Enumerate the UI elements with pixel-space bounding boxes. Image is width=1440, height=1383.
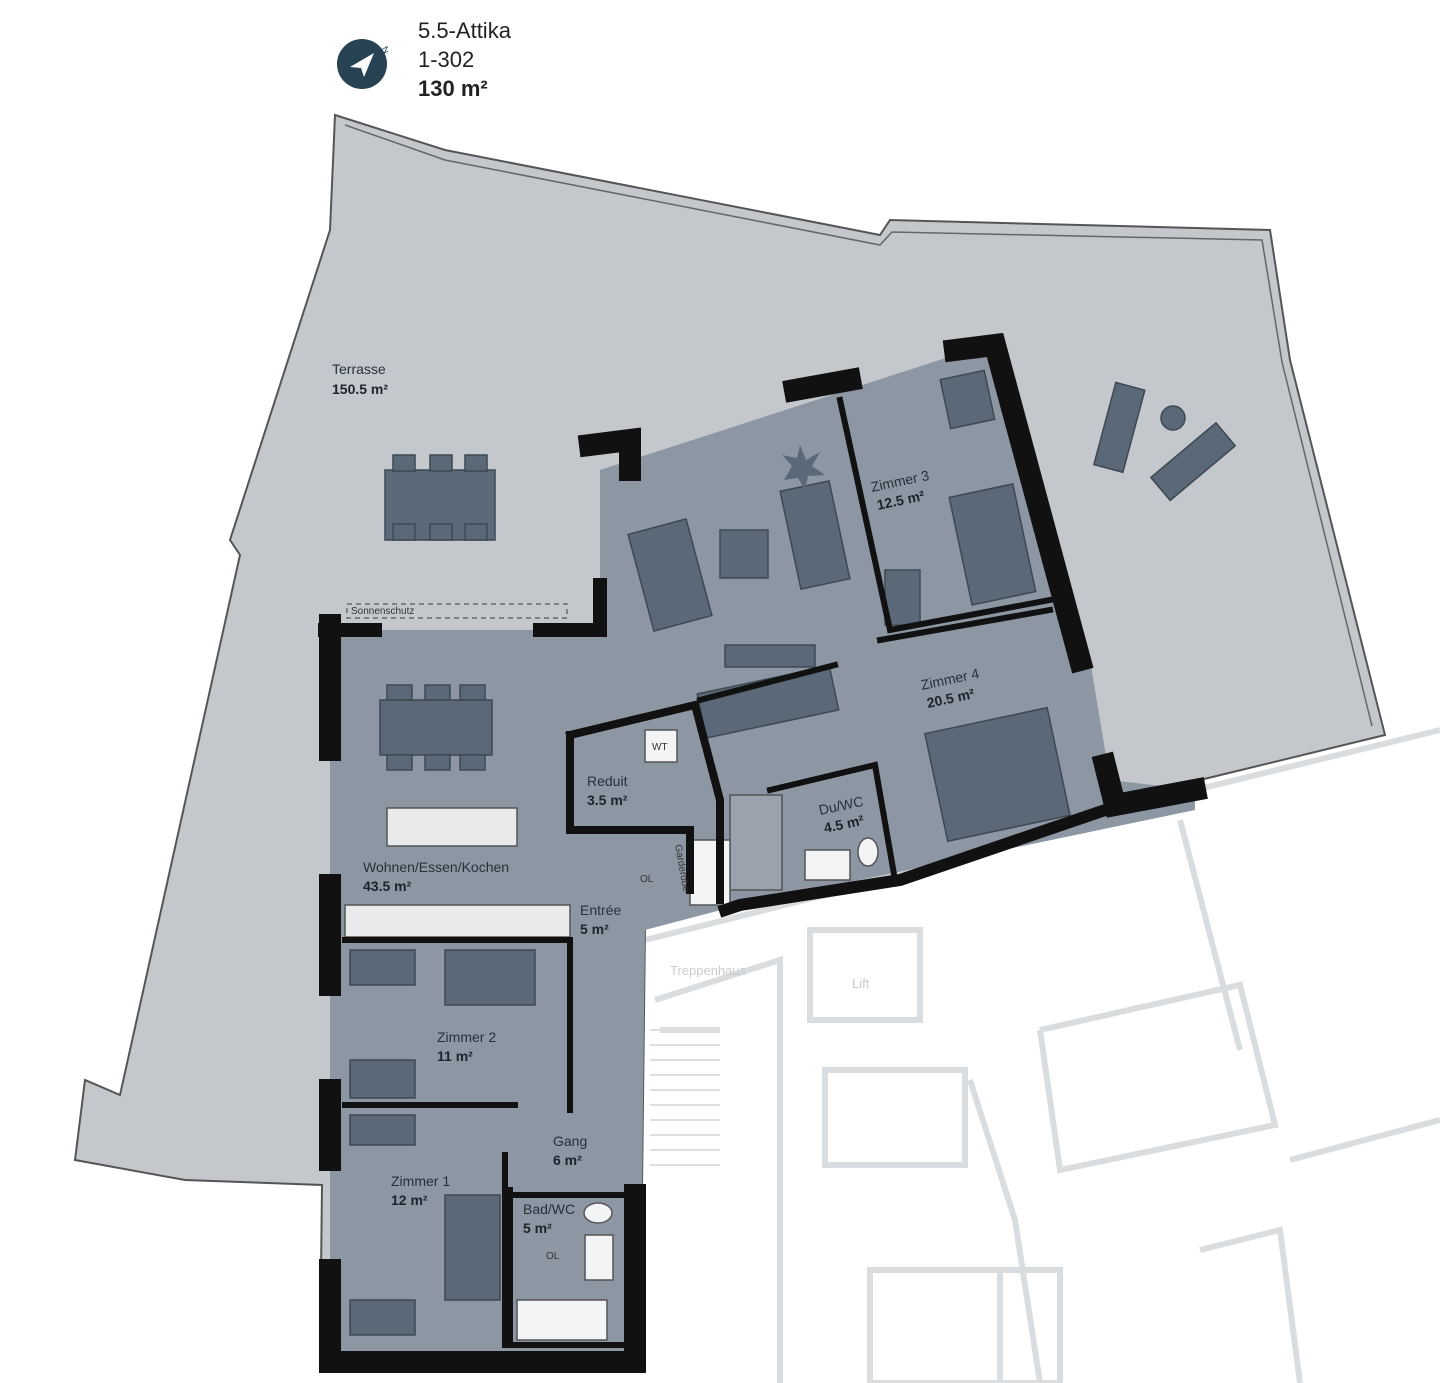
entree-name: Entrée bbox=[580, 902, 621, 918]
lift-label: Lift bbox=[852, 976, 870, 991]
kitchen-island bbox=[386, 807, 518, 847]
zimmer1-name: Zimmer 1 bbox=[391, 1173, 450, 1189]
navigation-arrow-icon: N bbox=[337, 39, 388, 89]
washbasin-bad bbox=[584, 1234, 614, 1281]
walls bbox=[318, 332, 1208, 1373]
toilet-bad bbox=[583, 1202, 613, 1224]
kitchen-counter bbox=[344, 904, 571, 938]
unit-number: 1-302 bbox=[418, 47, 475, 72]
sonnenschutz-outline bbox=[346, 603, 568, 619]
toilet-du bbox=[857, 837, 879, 867]
unit-type: 5.5-Attika bbox=[418, 18, 511, 43]
wohnen-area: 43.5 m² bbox=[363, 878, 412, 894]
furniture bbox=[349, 369, 1237, 1336]
terrasse-name: Terrasse bbox=[332, 361, 386, 377]
zimmer1-area: 12 m² bbox=[391, 1192, 428, 1208]
reduit-area: 3.5 m² bbox=[587, 792, 628, 808]
neighbor-stairs bbox=[650, 1029, 720, 1166]
unit-area: 130 m² bbox=[418, 76, 488, 101]
sonnenschutz-label: Sonnenschutz bbox=[351, 606, 414, 617]
wt-label: WT bbox=[652, 742, 668, 753]
zimmer2-name: Zimmer 2 bbox=[437, 1029, 496, 1045]
washing-machine bbox=[644, 729, 678, 763]
unit-header: 5.5-Attika 1-302 130 m² bbox=[418, 16, 511, 103]
north-label: N bbox=[380, 45, 388, 56]
plant-icon bbox=[782, 445, 825, 490]
washbasin-du bbox=[804, 849, 851, 881]
reduit-name: Reduit bbox=[587, 773, 628, 789]
entree-area: 5 m² bbox=[580, 921, 609, 937]
terrasse-area: 150.5 m² bbox=[332, 381, 388, 397]
wohnen-name: Wohnen/Essen/Kochen bbox=[363, 859, 509, 875]
ol-label-bad: OL bbox=[546, 1251, 560, 1262]
bathtub bbox=[516, 1299, 608, 1341]
treppenhaus-label: Treppenhaus bbox=[670, 963, 747, 978]
badwc-area: 5 m² bbox=[523, 1220, 552, 1236]
shower bbox=[729, 794, 783, 891]
badwc-name: Bad/WC bbox=[523, 1201, 575, 1217]
terrace-parapet bbox=[344, 124, 1373, 727]
zimmer2-area: 11 m² bbox=[437, 1048, 473, 1064]
gang-area: 6 m² bbox=[553, 1152, 582, 1168]
gang-name: Gang bbox=[553, 1133, 587, 1149]
ol-label-entree: OL bbox=[640, 874, 654, 885]
